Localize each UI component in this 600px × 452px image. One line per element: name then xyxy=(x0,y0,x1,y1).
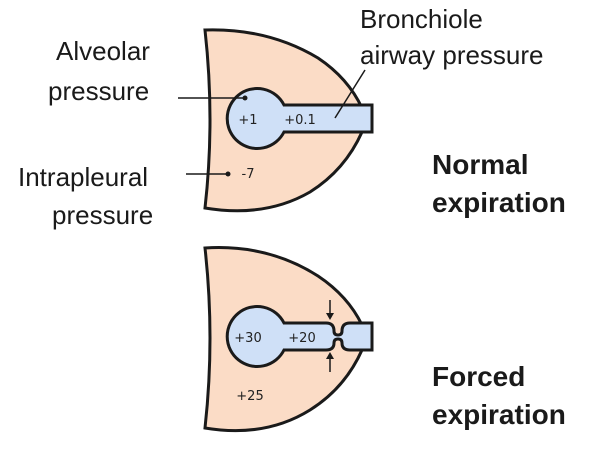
forced-caption-line2: expiration xyxy=(432,399,566,430)
airway-pressure-forced: +20 xyxy=(288,331,315,346)
alveolus-forced xyxy=(225,305,374,368)
intrapleural-label-line1: Intrapleural xyxy=(18,162,148,192)
alveolus-normal xyxy=(225,87,374,150)
compression-arrow-top-icon xyxy=(326,300,334,320)
forced-expiration-diagram: +30 +20 +25 xyxy=(203,246,374,433)
intrapleural-label-line2: pressure xyxy=(52,200,153,230)
compression-arrow-bottom-icon xyxy=(326,352,334,372)
normal-caption-line2: expiration xyxy=(432,187,566,218)
intrapleural-leader-dot xyxy=(225,171,231,177)
alveolar-label-line1: Alveolar xyxy=(56,36,150,66)
intrapleural-pressure-forced: +25 xyxy=(236,389,263,404)
alveolar-pressure-normal: +1 xyxy=(238,113,257,128)
alveolar-leader-dot xyxy=(242,95,248,101)
intrapleural-pressure-normal: -7 xyxy=(242,167,255,182)
bronchiole-label-line2: airway pressure xyxy=(360,40,544,70)
normal-expiration-diagram: +1 +0.1 -7 xyxy=(178,28,374,213)
alveolar-pressure-forced: +30 xyxy=(234,331,261,346)
forced-caption-line1: Forced xyxy=(432,361,525,392)
normal-caption-line1: Normal xyxy=(432,149,528,180)
bronchiole-leader-line xyxy=(334,69,366,119)
airway-pressure-normal: +0.1 xyxy=(284,113,316,128)
bronchiole-label-line1: Bronchiole xyxy=(360,4,483,34)
alveolar-label-line2: pressure xyxy=(48,76,149,106)
